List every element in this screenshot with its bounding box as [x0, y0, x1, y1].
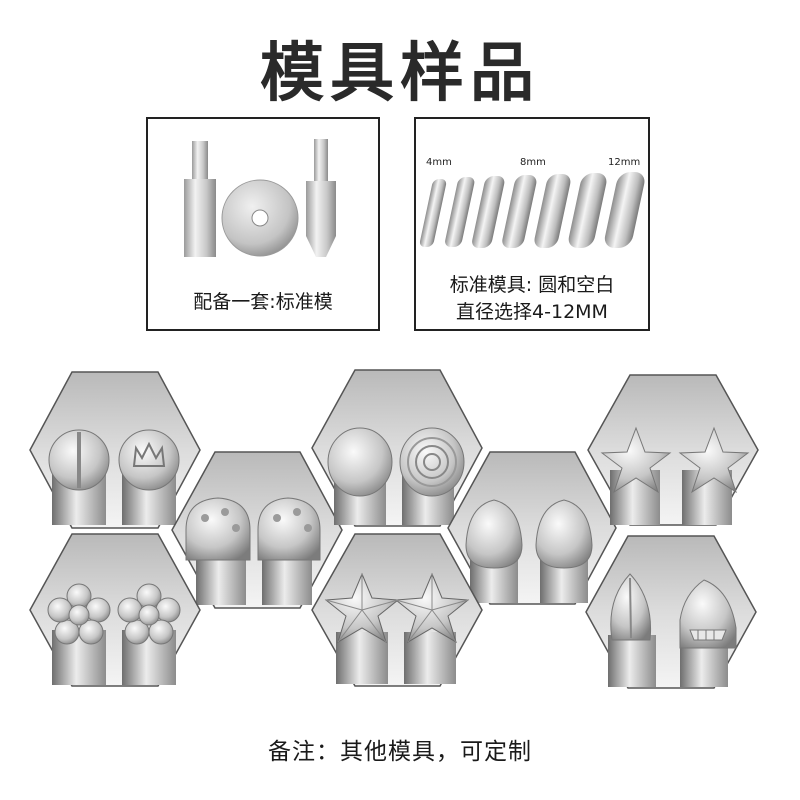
sample-hex-flower: [29, 533, 201, 687]
sample-hex-leaf-shark: [585, 535, 757, 689]
customization-note: 备注：其他模具，可定制: [268, 739, 532, 765]
standard-set-box: 配备一套:标准模: [146, 117, 380, 331]
standard-set-photo: [184, 139, 336, 257]
sample-hex-cookie: [171, 451, 343, 609]
page-title: 模具样品: [260, 37, 540, 111]
sample-hex-heart: [447, 451, 617, 605]
sample-hex-star: [587, 374, 759, 526]
diameter-caption-line2: 直径选择4-12MM: [456, 301, 608, 323]
diameter-caption-line1: 标准模具: 圆和空白: [449, 274, 615, 296]
size-label-8mm: 8mm: [520, 157, 546, 168]
sample-hex-round-crown: [29, 371, 201, 529]
diameter-range-photo: 4mm 8mm 12mm: [419, 157, 645, 248]
standard-set-caption: 配备一套:标准模: [193, 291, 333, 313]
sample-hex-coin-rose: [311, 369, 483, 527]
diameter-range-box: 4mm 8mm 12mm 标准模具: 圆和空白 直径选择4-12MM: [414, 117, 650, 331]
size-label-12mm: 12mm: [608, 157, 640, 168]
sample-hex-pyramid-star: [311, 533, 483, 687]
size-label-4mm: 4mm: [426, 157, 452, 168]
